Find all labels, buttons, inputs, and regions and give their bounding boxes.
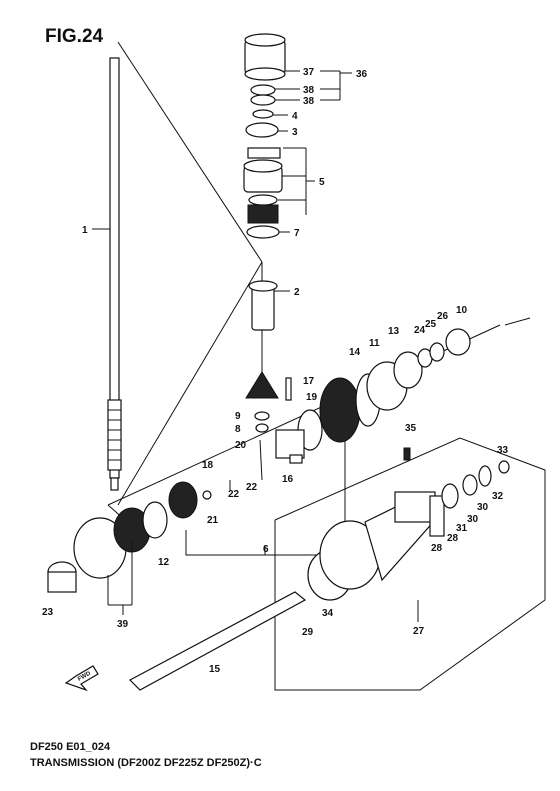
callout-30b: 30 — [467, 514, 479, 525]
callout-14: 14 — [349, 347, 361, 358]
callout-8: 8 — [235, 424, 241, 435]
callout-39: 39 — [117, 619, 129, 630]
upper-parts — [243, 33, 286, 331]
callout-27: 27 — [413, 626, 425, 637]
callout-15: 15 — [209, 664, 221, 675]
callout-31: 31 — [456, 523, 468, 534]
callout-3: 3 — [292, 127, 298, 138]
callout-25: 25 — [425, 319, 437, 330]
callout-5: 5 — [319, 177, 325, 188]
gear-parts — [168, 328, 471, 519]
callout-labels: 37 36 38 38 4 3 5 7 1 2 10 13 25 26 24 1… — [42, 67, 509, 675]
callout-38b: 38 — [303, 96, 315, 107]
callout-10: 10 — [456, 305, 468, 316]
callout-17: 17 — [303, 376, 315, 387]
forward-arrow-icon: FWD — [64, 665, 99, 692]
callout-29: 29 — [302, 627, 314, 638]
callout-13: 13 — [388, 326, 400, 337]
drive-shaft — [107, 57, 122, 491]
callout-30a: 30 — [477, 502, 489, 513]
callout-22b: 22 — [246, 482, 258, 493]
callout-7: 7 — [294, 228, 300, 239]
callout-33: 33 — [497, 445, 509, 456]
diagram-caption: TRANSMISSION (DF200Z DF225Z DF250Z)·C — [30, 757, 262, 769]
callout-18: 18 — [202, 460, 214, 471]
callout-26: 26 — [437, 311, 449, 322]
callout-37: 37 — [303, 67, 315, 78]
callout-12: 12 — [158, 557, 170, 568]
callout-22a: 22 — [228, 489, 240, 500]
callout-16: 16 — [282, 474, 294, 485]
callout-4: 4 — [292, 111, 298, 122]
lower-left-parts — [47, 501, 168, 593]
leader-lines — [92, 70, 419, 622]
callout-6: 6 — [263, 544, 269, 555]
callout-20: 20 — [235, 440, 247, 451]
callout-36: 36 — [356, 69, 368, 80]
callout-23: 23 — [42, 607, 54, 618]
callout-38a: 38 — [303, 85, 315, 96]
callout-1: 1 — [82, 225, 88, 236]
callout-35: 35 — [405, 423, 417, 434]
callout-28a: 28 — [447, 533, 459, 544]
callout-11: 11 — [369, 338, 380, 349]
callout-28b: 28 — [431, 543, 443, 554]
callout-24: 24 — [414, 325, 426, 336]
figure-title: FIG.24 — [45, 26, 104, 47]
callout-19: 19 — [306, 392, 318, 403]
callout-32: 32 — [492, 491, 504, 502]
housing-parts — [129, 460, 510, 691]
callout-2: 2 — [294, 287, 300, 298]
callout-21: 21 — [207, 515, 219, 526]
callout-34: 34 — [322, 608, 334, 619]
diagram-code: DF250 E01_024 — [30, 741, 111, 753]
callout-9: 9 — [235, 411, 241, 422]
